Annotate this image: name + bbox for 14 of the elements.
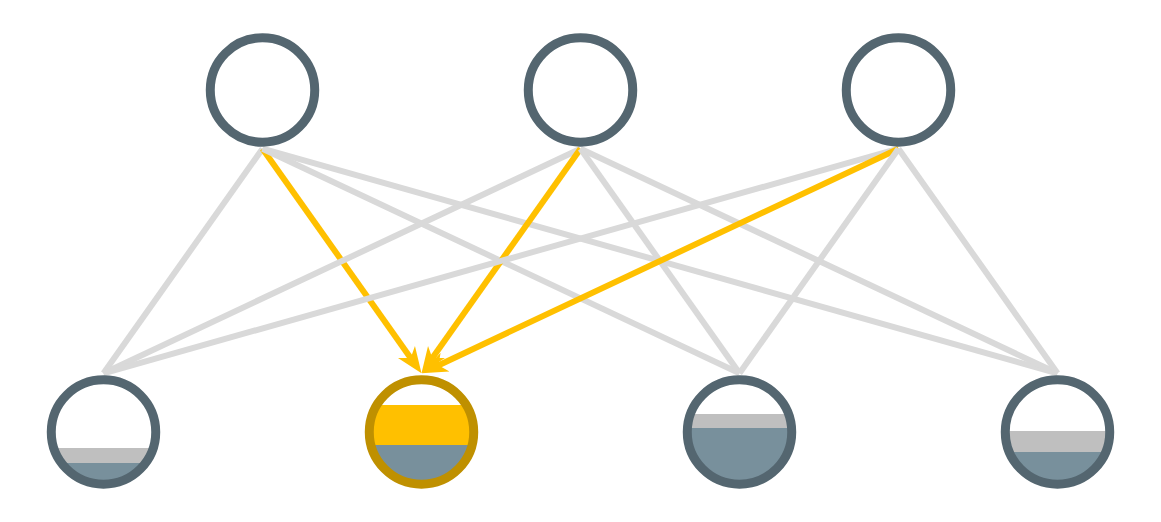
node-circle	[682, 375, 797, 489]
connector-line	[737, 147, 901, 375]
connector-line	[101, 147, 265, 375]
node-circle	[46, 375, 161, 489]
arrow	[260, 147, 422, 374]
node-circle	[364, 375, 479, 489]
arrow	[421, 146, 900, 374]
node-circle	[205, 33, 320, 147]
arrow	[421, 147, 583, 374]
node-circle	[1000, 375, 1115, 489]
node-circle	[523, 33, 638, 147]
connector-line	[896, 147, 1060, 375]
connector-line	[579, 146, 1059, 376]
node-circle	[841, 33, 956, 147]
